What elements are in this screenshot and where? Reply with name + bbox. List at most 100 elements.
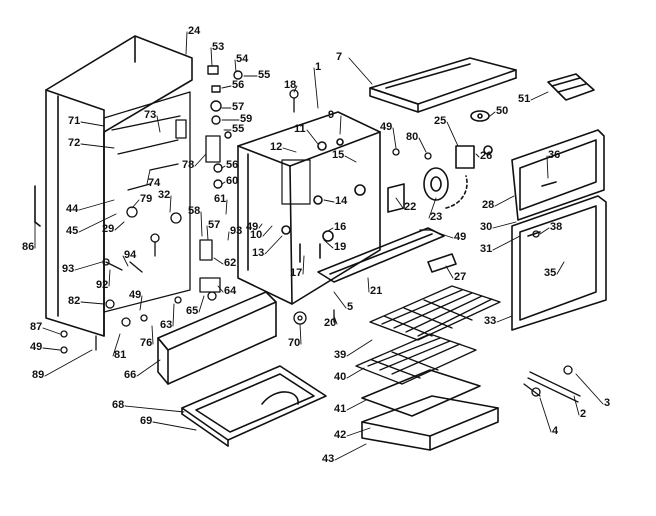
- part-label: 19: [334, 241, 347, 253]
- part-label: 57: [208, 219, 221, 231]
- part-label: 27: [454, 271, 467, 283]
- part-label: 93: [230, 225, 243, 237]
- part-label: 82: [68, 295, 81, 307]
- leader-line: [333, 315, 338, 325]
- part-label: 24: [188, 25, 201, 37]
- leader-line: [530, 91, 549, 101]
- leader-line: [475, 153, 480, 158]
- part-label: 55: [258, 69, 271, 81]
- part-label: 49: [454, 231, 467, 243]
- ice-tray: [470, 73, 595, 122]
- leader-line: [539, 397, 552, 433]
- leader-line: [429, 229, 454, 239]
- leader-line: [139, 295, 143, 311]
- cabinet-shell: [34, 35, 193, 337]
- drip-pan: [181, 365, 327, 447]
- part-label: 86: [22, 241, 35, 253]
- part-label: 49: [129, 289, 142, 301]
- part-label: 25: [434, 115, 447, 127]
- freezer-shelf: [369, 57, 517, 113]
- leader-line: [333, 291, 347, 309]
- leader-line: [200, 211, 203, 237]
- leader-line: [210, 47, 213, 67]
- leader-line: [169, 195, 172, 213]
- part-label: 59: [240, 113, 253, 125]
- kick-plate: [157, 291, 277, 385]
- leader-line: [573, 395, 580, 416]
- crisper-pan: [361, 369, 499, 451]
- part-label: 93: [62, 263, 75, 275]
- leader-line: [575, 373, 604, 405]
- part-label: 51: [518, 93, 531, 105]
- part-label: 57: [232, 101, 245, 113]
- leader-line: [489, 111, 496, 117]
- part-label: 58: [188, 205, 201, 217]
- leader-line: [206, 225, 209, 241]
- part-label: 31: [480, 243, 493, 255]
- leader-line: [344, 155, 357, 163]
- leader-line: [112, 333, 121, 357]
- leader-line: [227, 231, 230, 241]
- part-label: 63: [160, 319, 173, 331]
- leader-line: [42, 327, 61, 335]
- rear-panel: [102, 91, 221, 313]
- leader-line: [323, 239, 334, 249]
- part-label: 49: [246, 221, 259, 233]
- leader-line: [334, 443, 367, 461]
- leader-line: [496, 315, 513, 323]
- part-label: 73: [144, 109, 157, 121]
- part-label: 10: [250, 229, 263, 241]
- part-label: 78: [182, 159, 195, 171]
- leader-line: [395, 197, 404, 209]
- part-label: 92: [96, 279, 109, 291]
- part-label: 68: [112, 399, 125, 411]
- part-label: 89: [32, 369, 45, 381]
- leader-line: [80, 143, 115, 149]
- part-label: 32: [158, 189, 171, 201]
- leader-line: [325, 227, 334, 233]
- wire-shelves: [355, 285, 501, 385]
- leader-line: [346, 367, 365, 379]
- fan-assembly: [387, 145, 493, 213]
- leader-line: [194, 153, 207, 167]
- part-label: 18: [284, 79, 297, 91]
- part-label: 30: [480, 221, 493, 233]
- part-label: 53: [212, 41, 225, 53]
- part-label: 3: [604, 397, 611, 409]
- leader-line: [446, 121, 459, 147]
- part-label: 80: [406, 131, 419, 143]
- inner-liner: [237, 111, 381, 305]
- leader-line: [42, 347, 61, 351]
- leader-lines: [34, 31, 604, 461]
- part-label: 36: [548, 149, 561, 161]
- part-label: 14: [335, 195, 348, 207]
- part-label: 16: [334, 221, 347, 233]
- part-label: 74: [148, 177, 161, 189]
- part-label: 61: [214, 193, 227, 205]
- leader-line: [124, 405, 185, 413]
- part-label: 11: [294, 123, 306, 135]
- part-label: 9: [328, 109, 335, 121]
- leader-line: [221, 165, 226, 169]
- leader-line: [213, 257, 224, 265]
- leader-line: [146, 169, 151, 185]
- leader-line: [136, 359, 161, 377]
- leader-line: [392, 127, 397, 149]
- leader-line: [80, 301, 105, 305]
- leader-line: [185, 31, 188, 55]
- part-label: 12: [270, 141, 283, 153]
- part-label: 71: [68, 115, 81, 127]
- part-label: 81: [114, 349, 127, 361]
- part-label: 56: [226, 159, 239, 171]
- leader-line: [80, 121, 105, 127]
- part-label: 2: [580, 408, 587, 420]
- part-label: 62: [224, 257, 237, 269]
- part-label: 21: [370, 285, 383, 297]
- hardware-stack: [207, 65, 243, 189]
- leader-line: [74, 261, 103, 271]
- part-label: 87: [30, 321, 43, 333]
- part-label: 35: [544, 267, 557, 279]
- leader-line: [492, 221, 517, 229]
